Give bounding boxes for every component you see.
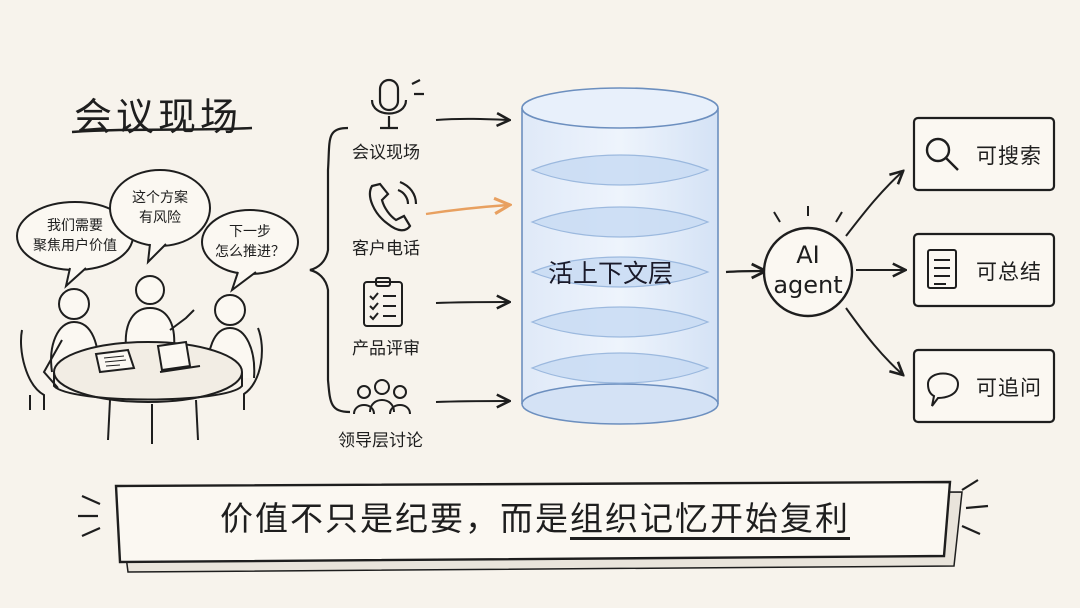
source-label-review: 产品评审 [352, 339, 420, 359]
output-label-question: 可追问 [976, 376, 1042, 400]
output-label-summary: 可总结 [976, 260, 1042, 284]
arrow-source-3 [435, 302, 508, 303]
speech-bubble-2-line1: 这个方案 [132, 190, 188, 206]
meeting-people-illustration [20, 275, 263, 444]
people-group-icon [353, 379, 411, 415]
speech-bubble-2-line2: 有风险 [139, 210, 181, 226]
page-title: 会议现场 [74, 95, 243, 139]
microphone-icon [370, 78, 424, 130]
search-icon [925, 137, 959, 171]
arrow-source-4 [435, 401, 508, 402]
context-layer-label: 活上下文层 [548, 259, 674, 288]
clipboard-checklist-icon [363, 277, 403, 327]
question-icon [926, 372, 960, 407]
output-label-search: 可搜索 [976, 144, 1042, 168]
speech-bubble-1-line1: 我们需要 [47, 218, 103, 234]
ai-label-line1: AI [796, 241, 820, 269]
speech-bubble-3-line2: 怎么推进？ [215, 244, 285, 260]
document-icon [927, 249, 957, 289]
source-label-call: 客户电话 [352, 239, 420, 259]
speech-bubble-3-text: 下一步 怎么推进？ [205, 222, 295, 262]
context-layer-cylinder [521, 87, 719, 425]
speech-bubble-1-line2: 聚焦用户价值 [33, 238, 117, 254]
spark-marks-left [78, 494, 101, 538]
ai-agent-label: AI agent [768, 240, 848, 300]
banner-prefix: 价值不只是纪要，而是 [220, 499, 570, 538]
phone-icon [368, 180, 418, 232]
source-label-meeting: 会议现场 [352, 143, 420, 163]
speech-bubble-2 [109, 169, 211, 265]
speech-bubble-3-line1: 下一步 [229, 224, 271, 240]
banner-text: 价值不只是纪要，而是组织记忆开始复利 [120, 492, 950, 540]
arrow-to-ai [725, 271, 764, 272]
banner [114, 480, 963, 573]
ai-agent-circle [762, 206, 854, 318]
arrow-output-3 [845, 307, 902, 374]
spark-marks-right [961, 479, 989, 536]
arrow-output-1 [845, 172, 902, 237]
ai-label-line2: agent [773, 271, 843, 299]
output-box-question [912, 348, 1056, 424]
source-brace [309, 126, 351, 414]
speech-bubble-1-text: 我们需要 聚焦用户价值 [27, 216, 123, 256]
source-label-leadership: 领导层讨论 [338, 431, 423, 451]
banner-highlight: 组织记忆开始复利 [570, 499, 850, 538]
arrow-source-2 [425, 205, 508, 216]
speech-bubble-2-text: 这个方案 有风险 [115, 188, 205, 228]
title-underline [71, 126, 253, 134]
arrow-source-1 [435, 119, 508, 120]
speech-bubble-3 [201, 209, 299, 293]
output-box-search [912, 116, 1056, 192]
